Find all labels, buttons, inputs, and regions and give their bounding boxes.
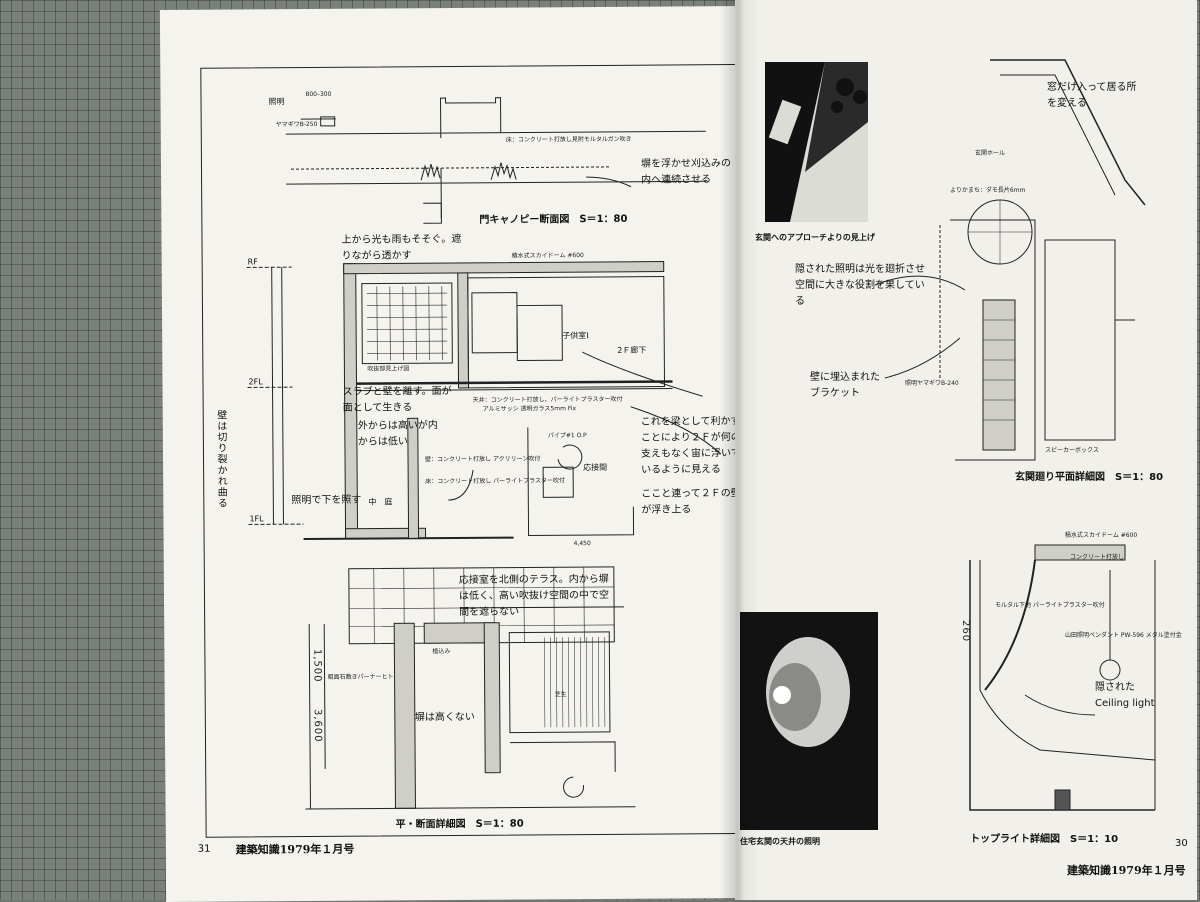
toplight-caption: トップライト詳細図 S＝1：10 xyxy=(970,830,1118,845)
ceiling-light-image xyxy=(740,612,878,830)
handrail-label: よりかまち：ダモ長片6mm xyxy=(950,185,1025,194)
courtyard-label: 中 庭 xyxy=(368,496,392,507)
shrub-label: 植込み xyxy=(432,646,450,655)
ceiling-light-photo xyxy=(740,612,878,830)
dim-1500: 1,500 xyxy=(311,649,322,683)
hall-label: 玄関ホール xyxy=(975,148,1005,157)
left-page: 照明 ヤマギワB-250 800–300 床：コンクリート打放し見附モルタルガン… xyxy=(160,6,749,902)
wall-conc-label: 壁：コンクリート打放し アクリリーン吹付 xyxy=(425,453,540,463)
toplight-mortar-label: モルタル下地 パーライトプラスター吹付 xyxy=(995,600,1105,609)
toplight-pendant-label: 山田照明ペンダント PW-596 メタル塗付金 xyxy=(1065,630,1182,639)
section-note-wall-cut: 壁は切り裂かれ曲る xyxy=(213,410,229,530)
section-note-floor-light: 照明で下を照す xyxy=(291,493,371,510)
dim-4450: 4,450 xyxy=(574,540,591,547)
page-number-left: 31 xyxy=(198,844,211,855)
page-number-right: 30 xyxy=(1175,838,1188,849)
bricks-label: 粗面石敷きパーナーヒト xyxy=(328,671,394,680)
canopy-yamagiwa-label: ヤマギワB-250 xyxy=(276,119,318,128)
right-page: 玄関へのアプローチよりの見上げ 隠された照明は光を廻折させ空間に大きな役割を果し… xyxy=(735,0,1197,900)
book-gutter-shadow xyxy=(720,0,760,900)
hall-2f-label: 2Ｆ廊下 xyxy=(617,345,646,356)
toplight-skydome-label: 積水式スカイドーム #600 xyxy=(1065,530,1137,539)
plan-caption: 平・断面詳細図 S＝1：80 xyxy=(396,815,524,831)
section-note-outside: 外からは高いが内からは低い xyxy=(358,418,443,451)
magazine-footer-left: 建築知識1979年１月号 xyxy=(236,841,355,858)
entrance-caption: 玄関廻り平面詳細図 S＝1：80 xyxy=(1015,468,1163,483)
window-note: 窓だけ入って居る所を変える xyxy=(1047,80,1137,112)
plan-note-terrace: 応接室を北側のテラス。内から塀は低く、高い吹抜け空間の中で空間を遮らない xyxy=(459,572,614,621)
plan-note-fence-low: 塀は高くない xyxy=(415,710,485,726)
speaker-label: スピーカーボックス xyxy=(1045,445,1099,454)
toplight-concrete-label: コンクリート打放し xyxy=(1070,552,1124,561)
child-room-label: 子供室Ⅰ xyxy=(562,330,588,341)
floor-conc-label: 床：コンクリート打放し パーライトプラスター吹付 xyxy=(425,475,565,485)
section-note-light-rain: 上から光も雨もそそぐ。遮りながら透かす xyxy=(341,232,466,265)
reception-label: 応接間 xyxy=(583,462,607,473)
dim-3600: 3,600 xyxy=(312,709,323,743)
level-rf: RF xyxy=(248,257,258,266)
toplight-ceiling-note: 隠された Ceiling light xyxy=(1095,680,1170,712)
canopy-lighting-label: 照明 xyxy=(268,96,284,107)
canopy-wall-label: 床：コンクリート打放し見附モルタルガン吹き xyxy=(506,134,632,144)
entrance-yamagiwa-label: 照明ヤマギワB-240 xyxy=(905,378,959,387)
level-2fl: 2FL xyxy=(248,377,262,386)
toplight-dim-260: 260 xyxy=(960,620,971,642)
sash-label: アルミサッシ 透明ガラス5mm Fix xyxy=(483,403,576,413)
magazine-footer-right: 建築知識1979年１月号 xyxy=(1067,862,1186,878)
level-1fl: 1FL xyxy=(249,514,263,523)
skydome-label: 積水式スカイドーム #600 xyxy=(512,250,584,260)
pipe-label: パイプ#1 O.P xyxy=(548,430,587,439)
canopy-dim-top: 800–300 xyxy=(305,91,331,98)
section-note-slab: スラブと壁を離す。面が面として生きる xyxy=(343,384,453,417)
void-label: 吹抜部見上げ図 xyxy=(367,363,409,372)
canopy-caption: 門キャノピー断面図 S＝1：80 xyxy=(479,210,627,226)
lawn-label: 芝生 xyxy=(555,689,567,698)
